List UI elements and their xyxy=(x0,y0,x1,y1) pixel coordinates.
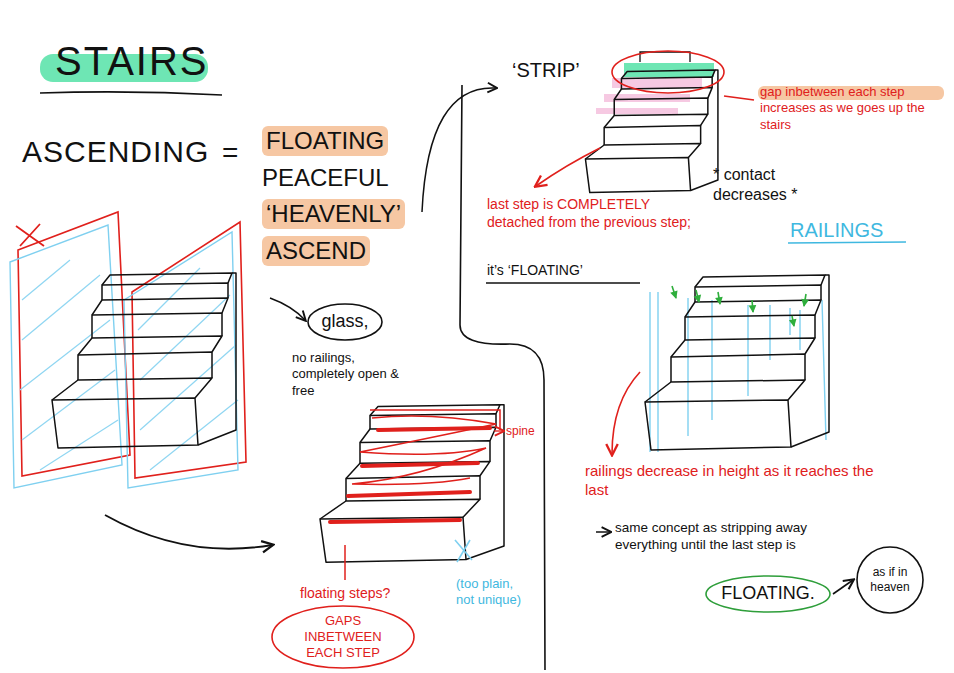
sketch-note: spine xyxy=(506,424,535,439)
sketch-note: ‘HEAVENLY’ xyxy=(262,199,405,229)
sketch-note: RAILINGS xyxy=(790,218,883,243)
sketch-note: (too plain, not unique) xyxy=(456,576,530,609)
sketch-note: * contact decreases * xyxy=(713,165,838,205)
node-text: FLOATING. xyxy=(721,583,815,605)
node-text: GAPS INBETWEEN EACH STEP xyxy=(287,613,399,661)
sketch-note: it’s ‘FLOATING’ xyxy=(487,262,583,280)
sketch-note: FLOATING xyxy=(262,126,388,156)
page-title: STAIRS xyxy=(55,36,209,86)
sketch-note: ‘STRIP’ xyxy=(512,58,580,83)
oval-outline xyxy=(308,304,382,340)
sketch-note: gap inbetween each step increases as we … xyxy=(760,84,948,133)
sketch-note: ASCENDING xyxy=(22,133,209,171)
circled-note: FLOATING. xyxy=(705,575,831,613)
oval-outline xyxy=(272,606,414,668)
sketch-note: same concept as stripping away everythin… xyxy=(615,520,847,554)
circled-note: glass, xyxy=(307,303,383,341)
circled-note: as if in heaven xyxy=(856,546,924,614)
sketch-note: railings decrease in height as it reache… xyxy=(585,462,885,500)
sketch-note: no railings, completely open & free xyxy=(292,350,410,399)
sketch-note: floating steps? xyxy=(300,585,390,603)
node-text: as if in heaven xyxy=(866,565,914,594)
sketch-note: PEACEFUL xyxy=(262,163,389,193)
sketch-note: = xyxy=(222,135,238,170)
circled-note: GAPS INBETWEEN EACH STEP xyxy=(271,605,415,669)
node-text: glass, xyxy=(321,311,368,333)
oval-outline xyxy=(706,576,830,612)
sketch-note: ASCEND xyxy=(262,236,370,266)
sketch-note: last step is COMPLETELY detached from th… xyxy=(487,196,699,231)
arrow-connector xyxy=(833,580,853,594)
oval-outline xyxy=(857,547,923,613)
